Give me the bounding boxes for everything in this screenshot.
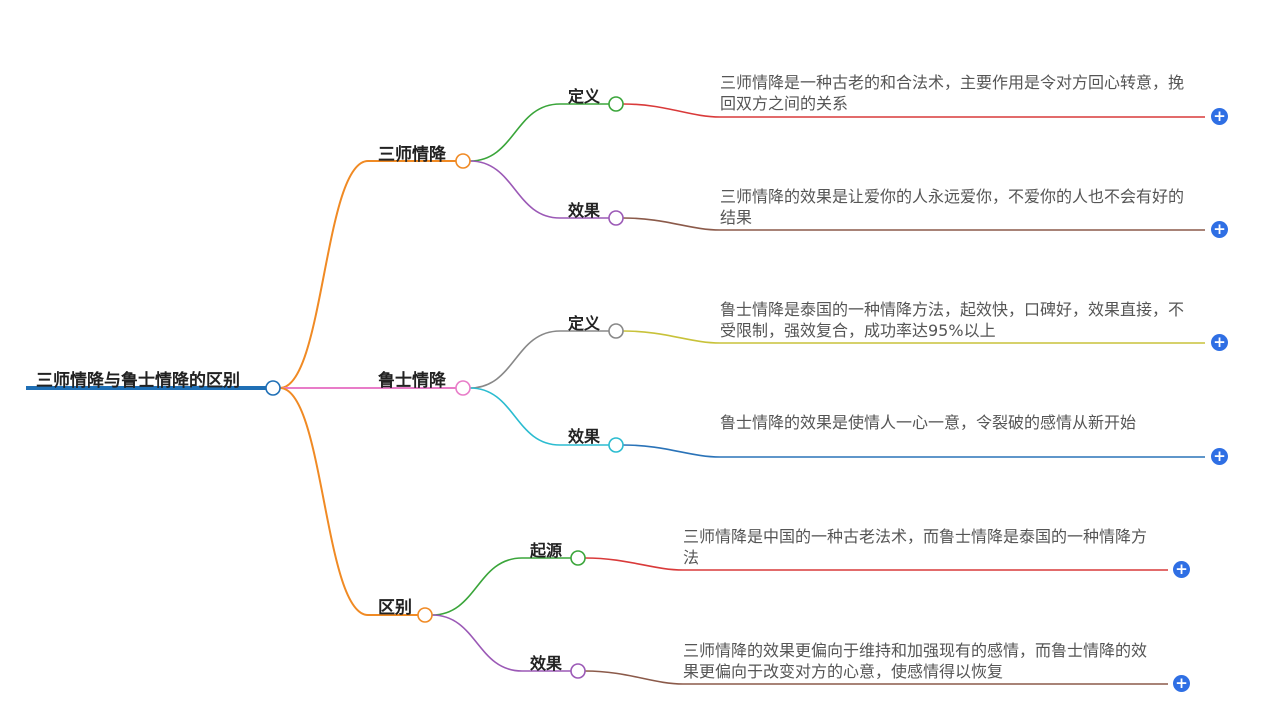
branch-label[interactable]: 三师情降 — [378, 145, 446, 165]
plus-circle-icon[interactable]: + — [1211, 448, 1228, 465]
leaf-label[interactable]: 效果 — [530, 654, 563, 673]
branch-node-circle[interactable] — [417, 607, 433, 623]
plus-circle-icon[interactable]: + — [1211, 108, 1228, 125]
note-connector — [622, 330, 1205, 344]
leaf-label[interactable]: 效果 — [568, 427, 601, 446]
note-text: 鲁士情降是泰国的一种情降方法，起效快，口碑好，效果直接，不受限制，强效复合，成功… — [720, 300, 1185, 340]
branch-node-circle[interactable] — [455, 153, 471, 169]
leaf-connector — [431, 557, 571, 616]
leaf-connector — [469, 160, 609, 219]
leaf-connector — [469, 103, 609, 162]
leaf-label[interactable]: 定义 — [568, 314, 601, 333]
note-connector — [584, 670, 1168, 685]
leaf-connector — [469, 330, 609, 389]
plus-circle-icon[interactable]: + — [1173, 675, 1190, 692]
leaf-node-circle[interactable] — [608, 437, 624, 453]
leaf-label[interactable]: 定义 — [568, 87, 601, 106]
note-text: 三师情降是一种古老的和合法术，主要作用是令对方回心转意，挽回双方之间的关系 — [720, 73, 1185, 113]
plus-circle-icon[interactable]: + — [1211, 221, 1228, 238]
leaf-node-circle[interactable] — [608, 323, 624, 339]
leaf-node-circle[interactable] — [608, 96, 624, 112]
leaf-node-circle[interactable] — [570, 550, 586, 566]
note-text: 鲁士情降的效果是使情人一心一意，令裂破的感情从新开始 — [720, 413, 1137, 432]
plus-circle-icon[interactable]: + — [1211, 334, 1228, 351]
branch-node-circle[interactable] — [455, 380, 471, 396]
branch-connector — [279, 387, 418, 616]
leaf-label[interactable]: 效果 — [568, 201, 601, 220]
note-text: 三师情降的效果是让爱你的人永远爱你，不爱你的人也不会有好的结果 — [720, 187, 1185, 227]
note-text: 三师情降的效果更偏向于维持和加强现有的感情，而鲁士情降的效果更偏向于改变对方的心… — [683, 641, 1148, 681]
leaf-node-circle[interactable] — [608, 210, 624, 226]
root-node-circle[interactable] — [265, 380, 281, 396]
leaf-label[interactable]: 起源 — [530, 541, 563, 560]
root-node-label[interactable]: 三师情降与鲁士情降的区别 — [36, 371, 240, 391]
note-text: 三师情降是中国的一种古老法术，而鲁士情降是泰国的一种情降方法 — [683, 527, 1148, 567]
leaf-node-circle[interactable] — [570, 663, 586, 679]
note-connector — [584, 557, 1168, 571]
plus-circle-icon[interactable]: + — [1173, 561, 1190, 578]
note-connector — [622, 444, 1205, 458]
branch-label[interactable]: 鲁士情降 — [378, 371, 446, 391]
note-connector — [622, 103, 1205, 118]
leaf-connector — [431, 614, 571, 672]
leaf-connector — [469, 387, 609, 446]
branch-connector — [279, 160, 456, 389]
branch-label[interactable]: 区别 — [378, 598, 412, 618]
note-connector — [622, 217, 1205, 231]
